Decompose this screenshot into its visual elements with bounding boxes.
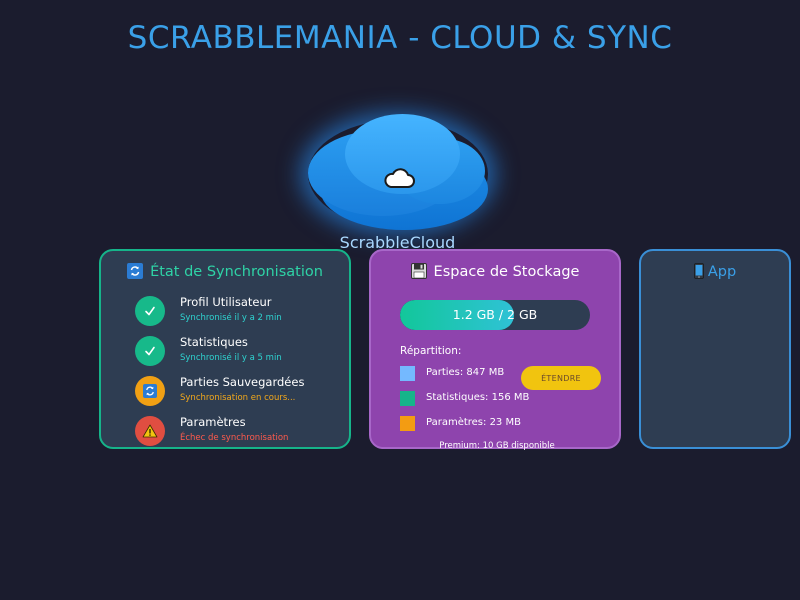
legend-text: Parties: 847 MB [426,367,505,378]
sync-item-status: Synchronisé il y a 2 min [180,313,282,323]
warning-icon [142,424,158,438]
storage-progress-bar: 1.2 GB / 2 GB [400,300,590,330]
page-title: SCRABBLEMANIA - CLOUD & SYNC [127,20,673,56]
sync-icon [127,263,144,279]
cloud-icon [384,168,415,188]
sync-item-status: Synchronisation en cours... [180,393,296,403]
storage-progress-fill [400,300,514,330]
legend-text: Statistiques: 156 MB [426,392,530,403]
status-ok-badge [135,336,165,366]
status-error-badge [135,416,165,446]
floppy-disk-icon [410,263,427,279]
storage-usage-text: 1.2 GB / 2 GB [452,307,538,322]
sync-panel-title-text: État de Synchronisation [150,264,323,280]
storage-panel-title-text: Espace de Stockage [433,264,580,280]
sync-item-saved-games: Parties Sauvegardées Synchronisation en … [135,375,345,410]
app-panel-title: App [641,262,789,282]
sync-item-name: Profil Utilisateur [180,295,272,309]
sync-item-name: Statistiques [180,335,248,349]
app-panel-title-text: App [707,264,737,280]
app-panel: App [639,249,791,449]
legend-text: Paramètres: 23 MB [426,417,521,428]
legend-swatch [400,391,415,406]
sync-item-name: Paramètres [180,415,246,429]
sync-item-status: Échec de synchronisation [180,433,289,443]
storage-panel: Espace de Stockage 1.2 GB / 2 GB Réparti… [369,249,621,451]
sync-icon [143,384,157,398]
check-icon [145,346,155,356]
sync-item-stats: Statistiques Synchronisé il y a 5 min [135,335,345,370]
sync-panel-title: État de Synchronisation [101,262,349,282]
sync-item-profile: Profil Utilisateur Synchronisé il y a 2 … [135,295,345,330]
legend-swatch [400,366,415,381]
cloud-label: ScrabbleCloud [339,233,456,252]
breakdown-label: Répartition: [400,345,462,357]
cloud-logo: ScrabbleCloud [300,108,495,252]
sync-status-panel: État de Synchronisation Profil Utilisate… [99,249,351,449]
legend-swatch [400,416,415,431]
extend-storage-button[interactable]: ÉTENDRE [521,366,601,390]
status-syncing-badge [135,376,165,406]
premium-note: Premium: 10 GB disponible [439,441,555,451]
status-ok-badge [135,296,165,326]
check-icon [145,306,155,316]
storage-panel-title: Espace de Stockage [371,262,619,282]
sync-item-status: Synchronisé il y a 5 min [180,353,282,363]
mobile-phone-icon [693,263,704,279]
sync-item-name: Parties Sauvegardées [180,375,305,389]
sync-item-settings: Paramètres Échec de synchronisation [135,415,345,450]
